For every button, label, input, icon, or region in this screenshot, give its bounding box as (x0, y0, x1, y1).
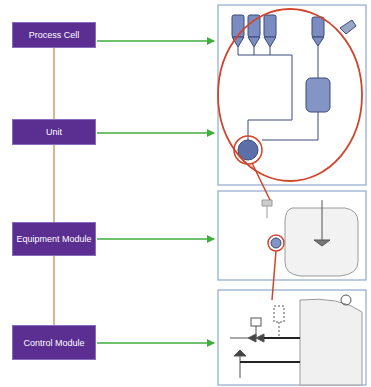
level-box: Process Cell (12, 22, 96, 48)
panel-frame (218, 5, 366, 185)
level-box: Unit (12, 119, 96, 145)
equipment-highlight (268, 235, 284, 251)
cell-highlight (218, 9, 362, 181)
green-arrows (97, 41, 214, 343)
equipment-symbol (271, 238, 281, 248)
level-label: Process Cell (26, 30, 83, 40)
level-label: Unit (43, 127, 65, 137)
level-label: Control Module (20, 338, 87, 348)
hierarchy-link (53, 48, 55, 119)
level-label: Equipment Module (13, 234, 94, 244)
level-box: Equipment Module (12, 222, 96, 256)
unit-tank (262, 200, 358, 276)
level-box: Control Module (12, 325, 96, 360)
panel-frame (218, 290, 366, 385)
unit-highlight (234, 136, 262, 164)
hierarchy-link (53, 145, 55, 222)
panel-frame (218, 191, 366, 280)
hierarchy-link (53, 256, 55, 325)
zoom-lines (252, 163, 276, 300)
control-module-drawing (230, 295, 362, 385)
process-cell-plant (232, 15, 356, 160)
